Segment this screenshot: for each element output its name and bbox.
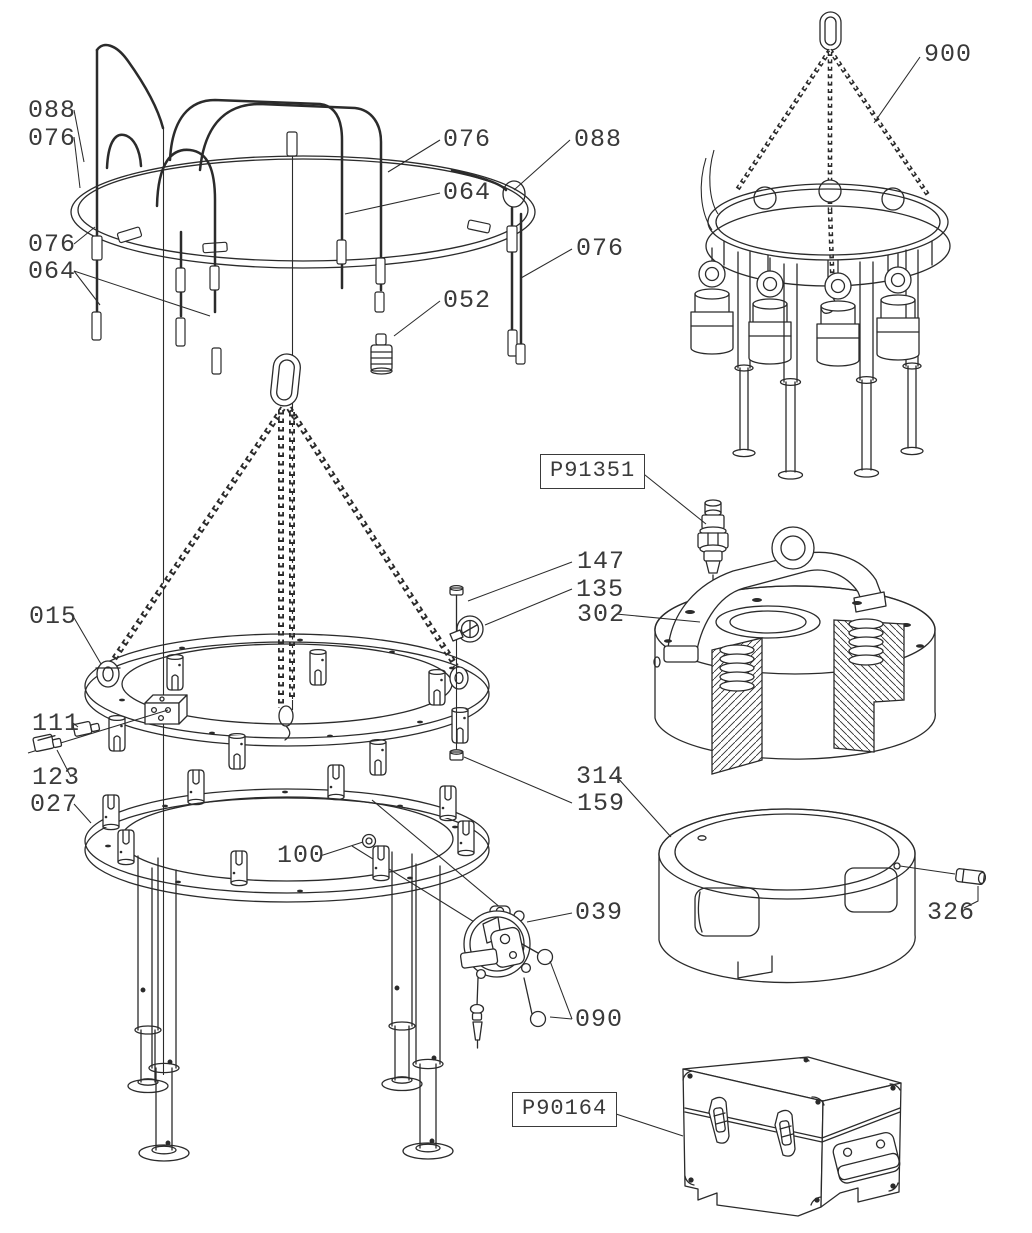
callout-147: 147: [577, 547, 626, 576]
nut-159-drawing: [449, 749, 464, 761]
case-p90164-drawing: [682, 1056, 902, 1217]
callout-314: 314: [576, 762, 625, 791]
assembly-900-drawing: [690, 11, 951, 480]
nut-100-drawing: [361, 833, 377, 849]
callout-p90164: P90164: [512, 1092, 618, 1127]
callout-076-top: 076: [443, 125, 492, 154]
balancer-039-drawing: [459, 905, 554, 1049]
cylinder-302-drawing: [653, 526, 936, 775]
callout-090: 090: [575, 1005, 624, 1034]
pin-326-drawing: [955, 868, 987, 885]
sleeve-314-drawing: [658, 808, 987, 984]
callout-159: 159: [577, 789, 626, 818]
callout-326: 326: [927, 898, 976, 927]
callout-015: 015: [29, 602, 78, 631]
callout-100: 100: [277, 841, 326, 870]
callout-123: 123: [32, 763, 81, 792]
clamp-135-drawing: [449, 615, 484, 643]
sampler-units-drawing: [690, 247, 920, 367]
legs-drawing: [127, 851, 454, 1162]
callout-088-left: 088: [28, 96, 77, 125]
callout-039: 039: [575, 898, 624, 927]
callout-111: 111: [32, 709, 81, 738]
fitting-111-drawing: [27, 709, 169, 754]
coupler-052-drawing: [370, 333, 393, 375]
callout-076-right: 076: [576, 234, 625, 263]
leader-lines: [56, 56, 979, 1137]
callout-076-left-lower: 076: [28, 230, 77, 259]
callout-302: 302: [577, 600, 626, 629]
callout-088-right: 088: [574, 125, 623, 154]
callout-900: 900: [924, 40, 973, 69]
callout-052: 052: [443, 286, 492, 315]
case-handle-icon: [832, 1131, 901, 1184]
callout-135: 135: [576, 575, 625, 604]
callout-064-mid: 064: [443, 178, 492, 207]
callout-076-left-upper: 076: [28, 124, 77, 153]
callout-064-left: 064: [28, 257, 77, 286]
callout-p91351: P91351: [540, 454, 646, 489]
manifold-block-drawing: [144, 694, 188, 725]
main-assembly-drawing: [27, 353, 554, 1162]
callout-027: 027: [30, 790, 79, 819]
case-latch-icon: [708, 1096, 796, 1157]
